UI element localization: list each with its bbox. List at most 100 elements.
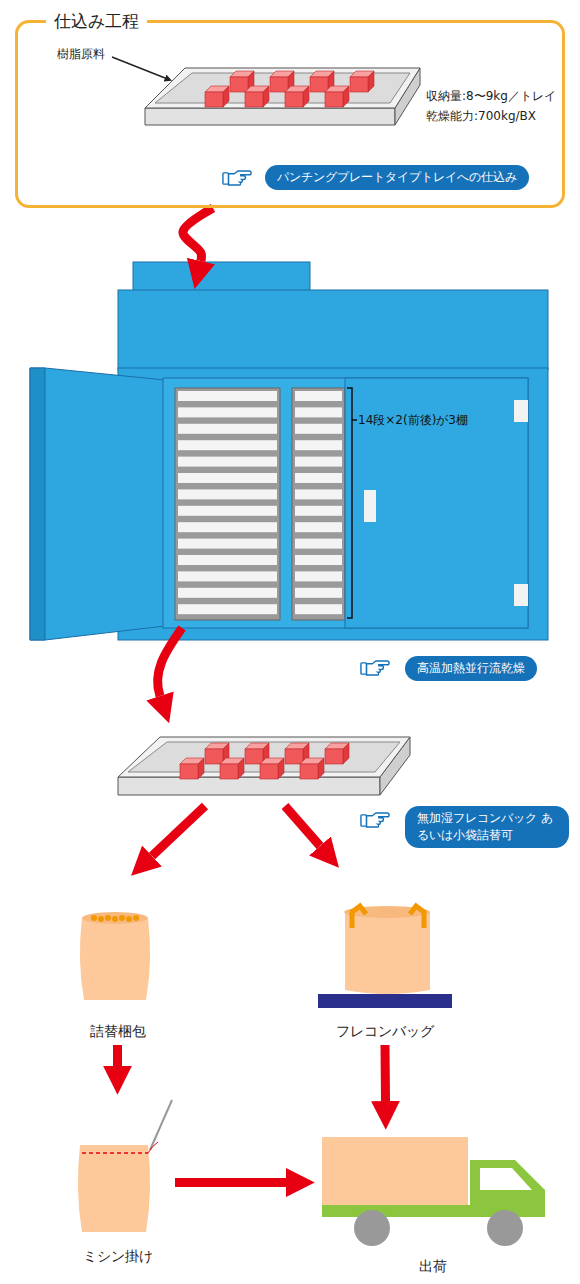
flow-arrow (175, 1178, 286, 1187)
dryer (178, 424, 277, 434)
dryer (178, 391, 277, 401)
resin-cube (270, 77, 288, 92)
truck (354, 1210, 390, 1246)
dryer (178, 539, 277, 549)
flow-arrow (152, 806, 205, 856)
resin-cube (328, 71, 334, 92)
dryer (178, 506, 277, 516)
tray-top (145, 108, 395, 125)
resin-cube (245, 749, 263, 764)
dryer (295, 440, 342, 450)
dryer (295, 506, 342, 516)
dryer (514, 584, 528, 606)
node-text: 仕込み工程 (46, 10, 147, 34)
resin-cube (180, 758, 204, 764)
node-text: 無加湿フレコンバック あるいは小袋詰替可 (417, 810, 557, 844)
tray-dried (118, 777, 380, 795)
truck-figure: 出荷 (315, 1130, 550, 1280)
dryer-cabinet: 14段×2(前後)が3棚 (30, 290, 548, 640)
paper-bag (119, 915, 125, 921)
dryer (30, 368, 165, 640)
dryer (175, 388, 280, 620)
resin-cube (205, 749, 223, 764)
resin-cube (343, 743, 349, 764)
resin-cube (180, 743, 349, 779)
dryer (364, 490, 376, 522)
note-label: 収納量:8〜9kg／トレイ (426, 88, 556, 105)
dryer (30, 368, 45, 640)
dryer (178, 391, 342, 614)
tray-top (395, 68, 420, 125)
tray-top (155, 73, 410, 103)
resin-cube (285, 86, 309, 92)
flexible-container (344, 906, 430, 918)
sewn-bag (148, 1142, 158, 1153)
dryer (514, 400, 528, 422)
dryer (133, 262, 310, 292)
resin-cube (223, 743, 229, 764)
dryer (178, 473, 277, 483)
dryer (295, 522, 342, 532)
paper-bag (80, 918, 150, 1000)
resin-cube (238, 758, 244, 779)
sewn-bag (78, 1100, 172, 1232)
resin-cube (245, 743, 269, 749)
truck (322, 1137, 468, 1207)
node-text: 詰替梱包 (70, 1023, 165, 1041)
flexible-container (318, 994, 452, 1008)
dryer (345, 378, 528, 628)
resin-cube (303, 86, 309, 107)
node-text: パンチングプレートタイプトレイへの仕込み (277, 169, 517, 186)
resin-cube (318, 758, 324, 779)
resin-cube (285, 743, 309, 749)
resin-cube (205, 92, 223, 107)
hand-icon (223, 171, 251, 185)
resin-cube (205, 71, 374, 107)
resin-cube (303, 743, 309, 764)
resin-cube (205, 743, 229, 749)
resin-cube (325, 749, 343, 764)
dryer (347, 388, 357, 618)
paper-bag (133, 915, 139, 921)
dryer (178, 407, 277, 417)
resin-cube (230, 71, 254, 77)
resin-cube (285, 749, 303, 764)
paper-bag (91, 915, 139, 922)
resin-cube (288, 71, 294, 92)
truck (470, 1160, 545, 1215)
flexible-container (410, 906, 424, 928)
resin-cube (220, 758, 244, 764)
resin-cube (245, 92, 263, 107)
tray-dried (380, 737, 410, 795)
paper-bag (82, 912, 148, 924)
dryer (178, 555, 277, 565)
paper-bag (80, 912, 150, 1000)
resin-cube (350, 71, 374, 77)
tray-dried (118, 737, 410, 795)
dryer (295, 571, 342, 581)
dryer (295, 424, 342, 434)
resin-cube (285, 92, 303, 107)
resin-cube (198, 758, 204, 779)
flexible-container (318, 906, 452, 1008)
flexible-container (352, 906, 366, 928)
truck (487, 1210, 523, 1246)
dryer (30, 262, 548, 640)
resin-cube (260, 764, 278, 779)
truck (322, 1137, 545, 1246)
flow-arrow (113, 1045, 122, 1066)
resin-cube (368, 71, 374, 92)
resin-cube (310, 71, 334, 77)
dryer (118, 290, 548, 370)
resin-cube (248, 71, 254, 92)
dryer (178, 440, 277, 450)
dryer (295, 489, 342, 499)
dryer (295, 555, 342, 565)
resin-cube (325, 86, 349, 92)
node-text: 14段×2(前後)が3棚 (358, 412, 468, 429)
tray-dried (128, 742, 400, 772)
flow-arrow (183, 208, 213, 261)
paper-bag (98, 916, 104, 922)
